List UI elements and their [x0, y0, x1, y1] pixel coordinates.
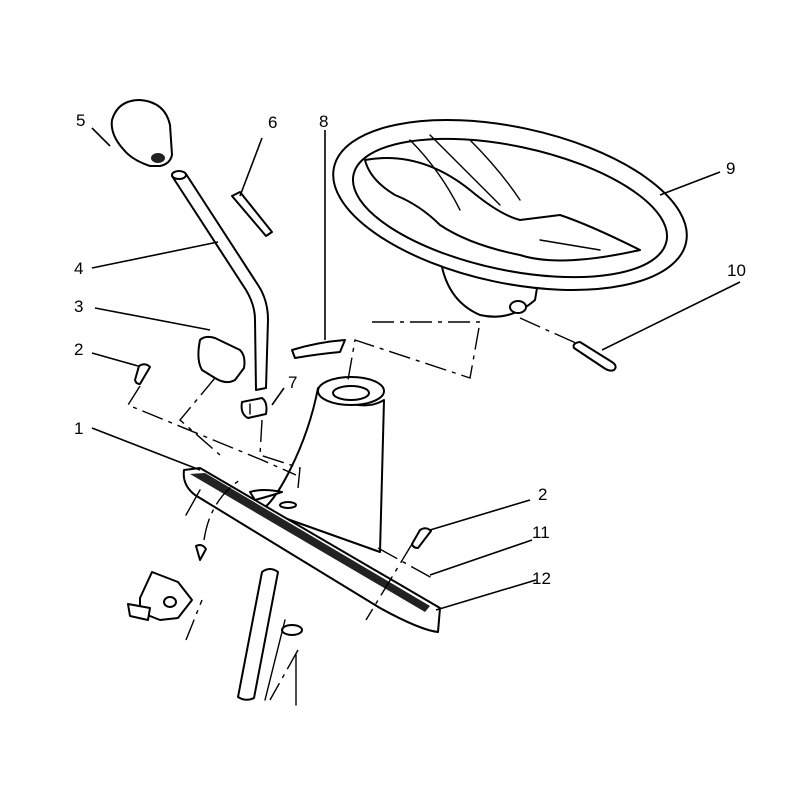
callout-3: 3 — [74, 297, 83, 316]
hole-marker-lower — [281, 624, 303, 636]
roll-pin — [572, 341, 617, 372]
shift-knob — [110, 99, 173, 167]
callout-5: 5 — [76, 111, 85, 130]
callout-2-upper: 2 — [74, 340, 83, 359]
lever-sleeve — [231, 191, 273, 237]
callout-2-lower: 2 — [538, 485, 547, 504]
bushing-strip — [291, 339, 346, 359]
steering-column — [261, 376, 385, 553]
callout-10: 10 — [727, 261, 746, 280]
callout-7: 7 — [288, 373, 297, 392]
hole-marker — [279, 501, 297, 509]
callout-12: 12 — [532, 569, 551, 588]
leader-lines — [91, 127, 741, 611]
bracket-block — [197, 335, 246, 384]
callout-11: 11 — [532, 523, 550, 542]
callout-6: 6 — [268, 113, 277, 132]
lower-shaft — [237, 568, 279, 701]
screw-lower — [411, 527, 432, 549]
callout-4: 4 — [74, 259, 83, 278]
retainer-clip — [240, 397, 268, 419]
shift-lever — [171, 170, 269, 391]
callout-labels: 5 6 8 9 10 4 3 2 7 1 2 11 12 — [74, 111, 746, 588]
assembly-lines — [126, 317, 579, 701]
dash-panel — [182, 467, 441, 633]
callout-8: 8 — [319, 112, 328, 131]
callout-9: 9 — [726, 159, 735, 178]
steering-wheel — [332, 119, 688, 318]
screw-upper — [134, 363, 151, 385]
mounting-bracket — [127, 544, 207, 621]
callout-1: 1 — [74, 419, 83, 438]
